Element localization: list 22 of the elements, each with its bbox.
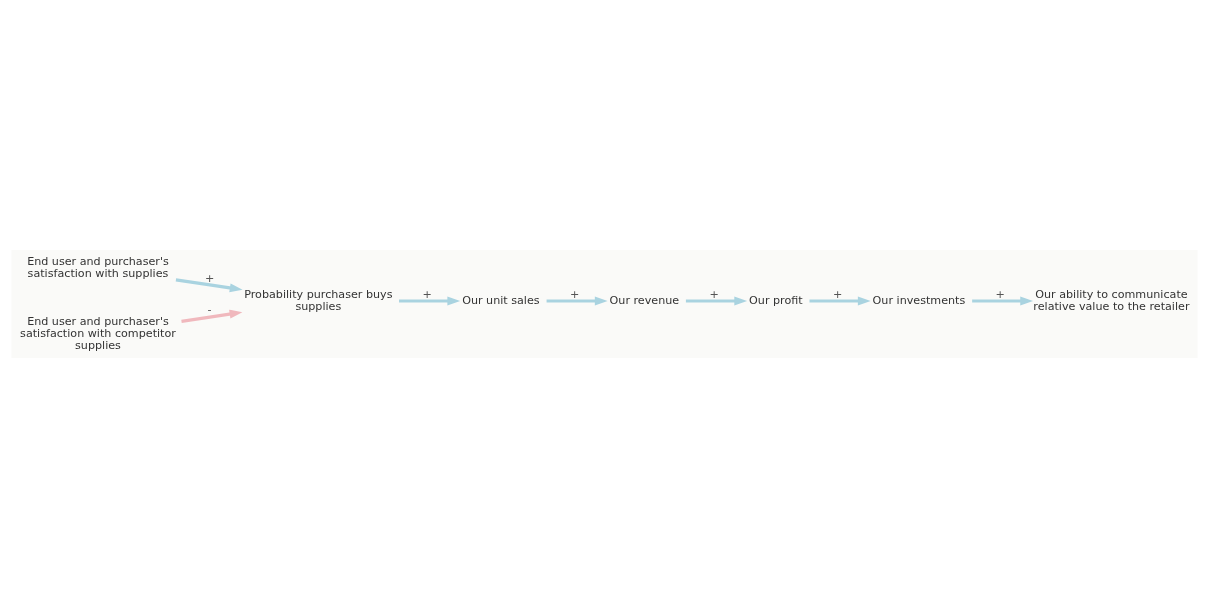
arrow — [685, 296, 748, 306]
edge-label: + — [709, 287, 719, 301]
node-text: End user and purchaser's satisfaction with supplies — [27, 255, 169, 281]
node-text: Our revenue — [609, 293, 680, 307]
edge-label: + — [422, 287, 432, 301]
arrow — [181, 309, 243, 323]
edge-label: + — [832, 287, 843, 301]
arrow — [809, 296, 871, 306]
node-text: Our profit — [749, 293, 803, 307]
node-text: Our ability to communicate relative value to the retailer — [1033, 287, 1190, 313]
arrow — [972, 296, 1034, 306]
arrow — [399, 296, 461, 306]
node-text: Probability purchaser buys supplies — [244, 287, 393, 313]
edge-label: + — [204, 272, 215, 286]
edge-label: + — [995, 287, 1005, 301]
node-text: Our investments — [872, 293, 966, 307]
node-text: End user and purchaser's satisfaction with competitor supplies — [20, 314, 176, 352]
node-text: Our unit sales — [462, 293, 540, 307]
arrow — [546, 296, 608, 306]
edge-label: - — [207, 303, 212, 317]
arrow — [175, 278, 243, 293]
edge-label: + — [569, 287, 580, 301]
